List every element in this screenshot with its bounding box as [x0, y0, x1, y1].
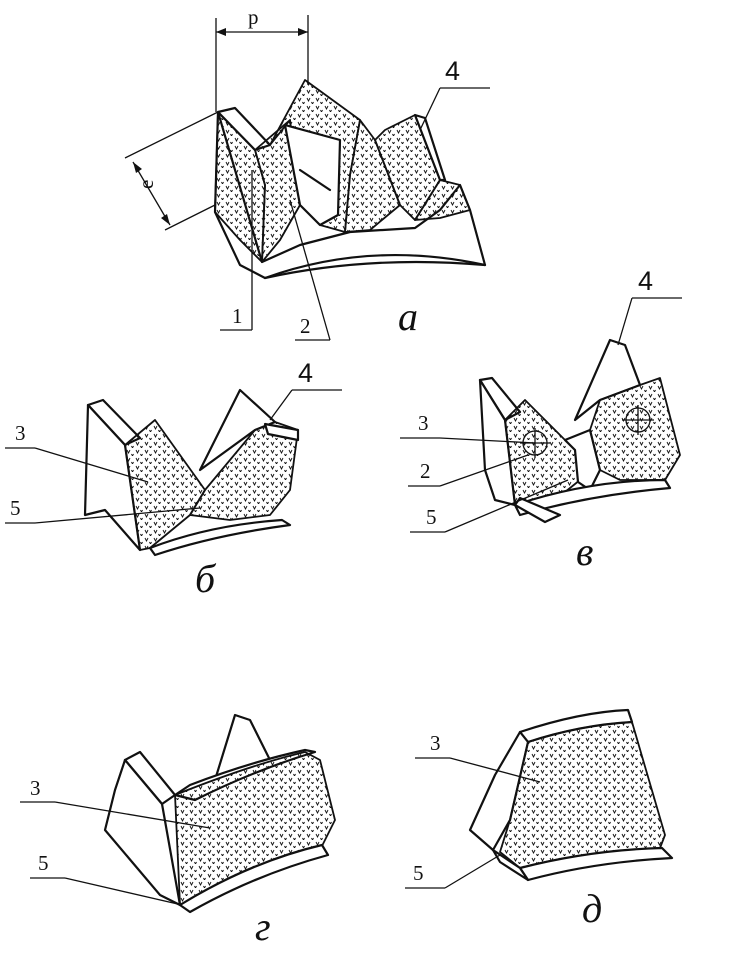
figure-v: 3 2 5 4 в [400, 266, 682, 574]
label-3-g: 3 [30, 776, 41, 800]
label-p: p [248, 5, 259, 29]
caption-d: д [582, 886, 602, 931]
caption-g: г [255, 904, 271, 949]
caption-v: в [576, 529, 593, 574]
label-3-b: 3 [15, 421, 26, 445]
label-2: 2 [300, 314, 311, 338]
label-3-d: 3 [430, 731, 441, 755]
label-e: e [134, 180, 158, 189]
label-1: 1 [232, 304, 243, 328]
label-5-b: 5 [10, 496, 21, 520]
figure-a: p e 1 2 4 а [124, 5, 490, 341]
figure-g: 3 5 г [20, 713, 336, 949]
grain-face-g [174, 751, 336, 906]
grain-tooth-6 [414, 179, 471, 221]
label-5-v: 5 [426, 505, 437, 529]
caption-b: б [195, 556, 217, 601]
label-5-g: 5 [38, 851, 49, 875]
grain-right-b [189, 421, 299, 521]
label-2-v: 2 [420, 459, 431, 483]
label-3-v: 3 [418, 411, 429, 435]
label-5-d: 5 [413, 861, 424, 885]
caption-a: а [398, 294, 418, 339]
label-4-v: 4 [638, 266, 653, 296]
label-4-b: 4 [298, 358, 313, 388]
grain-left-b [124, 419, 206, 551]
figure-b: 3 5 4 б [5, 358, 342, 601]
figure-d: 3 5 д [405, 708, 674, 931]
label-4-a: 4 [445, 56, 460, 86]
